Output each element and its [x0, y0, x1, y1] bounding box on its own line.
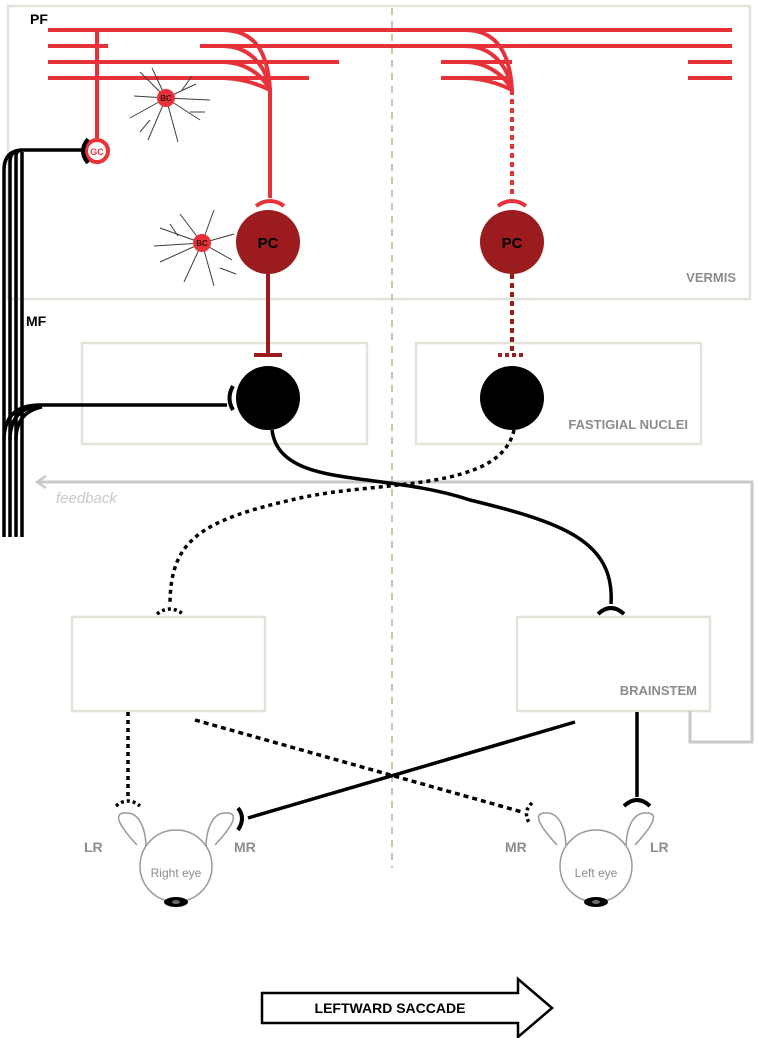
- bc-bottom-label: BC: [196, 239, 208, 248]
- right-bs-to-right-mr: [247, 720, 576, 820]
- fastigial-right-to-left-brainstem: [168, 429, 516, 606]
- brainstem-left-synapse: [155, 607, 185, 616]
- left-eye-icon: [537, 812, 655, 907]
- lr-left-eye-label: LR: [650, 839, 669, 855]
- fastigial-cell-left: [236, 366, 300, 430]
- right-lr-synapse: [114, 799, 142, 808]
- fastigial-left-to-right-brainstem: [270, 429, 613, 605]
- mr-left-eye-label: MR: [505, 839, 527, 855]
- pf-pc-right-synapse: [496, 199, 528, 208]
- left-bs-to-left-mr: [194, 718, 523, 814]
- mf-label: MF: [26, 313, 47, 329]
- pf-label: PF: [30, 11, 48, 27]
- right-mr-synapse: [236, 806, 244, 832]
- brainstem-right-synapse: [596, 606, 626, 616]
- right-eye-label: Right eye: [151, 866, 202, 880]
- mf-gc-synapse: [81, 137, 90, 165]
- mf-fastigial-synapse: [227, 384, 235, 412]
- mossy-fibers: [2, 148, 227, 537]
- right-eye-icon: [117, 812, 235, 907]
- feedback-label: feedback: [56, 490, 118, 507]
- vermis-label: VERMIS: [686, 270, 736, 285]
- granule-cell: [84, 138, 110, 164]
- purkinje-cell-right: [480, 210, 544, 274]
- fastigial-cell-right: [480, 366, 544, 430]
- left-eye-label: Left eye: [575, 866, 618, 880]
- brainstem-box-left: [70, 615, 267, 713]
- mr-right-eye-label: MR: [234, 839, 256, 855]
- feedback-arrowhead: [34, 474, 47, 490]
- feedback-line: [38, 480, 754, 744]
- saccade-arrow: [260, 976, 554, 1038]
- vermis-box: [6, 4, 752, 301]
- brainstem-label: BRAINSTEM: [620, 683, 697, 698]
- left-mr-synapse: [524, 801, 534, 825]
- gc-label: GC: [90, 147, 104, 157]
- brainstem-box-right: [515, 615, 712, 713]
- left-lr-synapse: [622, 798, 652, 808]
- fastigial-box-left: [80, 341, 369, 446]
- lr-right-eye-label: LR: [84, 839, 103, 855]
- bc-top-label: BC: [160, 94, 172, 103]
- purkinje-cell-left: [236, 210, 300, 274]
- pc-left-label: PC: [258, 235, 279, 252]
- pc-right-label: PC: [502, 235, 523, 252]
- pf-pc-left-synapse: [254, 199, 286, 208]
- fastigial-label: FASTIGIAL NUCLEI: [568, 417, 688, 432]
- saccade-label: LEFTWARD SACCADE: [315, 1000, 466, 1016]
- basket-cell-top-body: [157, 89, 175, 107]
- parallel-fibers: [48, 28, 732, 92]
- basket-cell-bottom-body: [193, 234, 211, 252]
- fastigial-box-right: [414, 341, 703, 446]
